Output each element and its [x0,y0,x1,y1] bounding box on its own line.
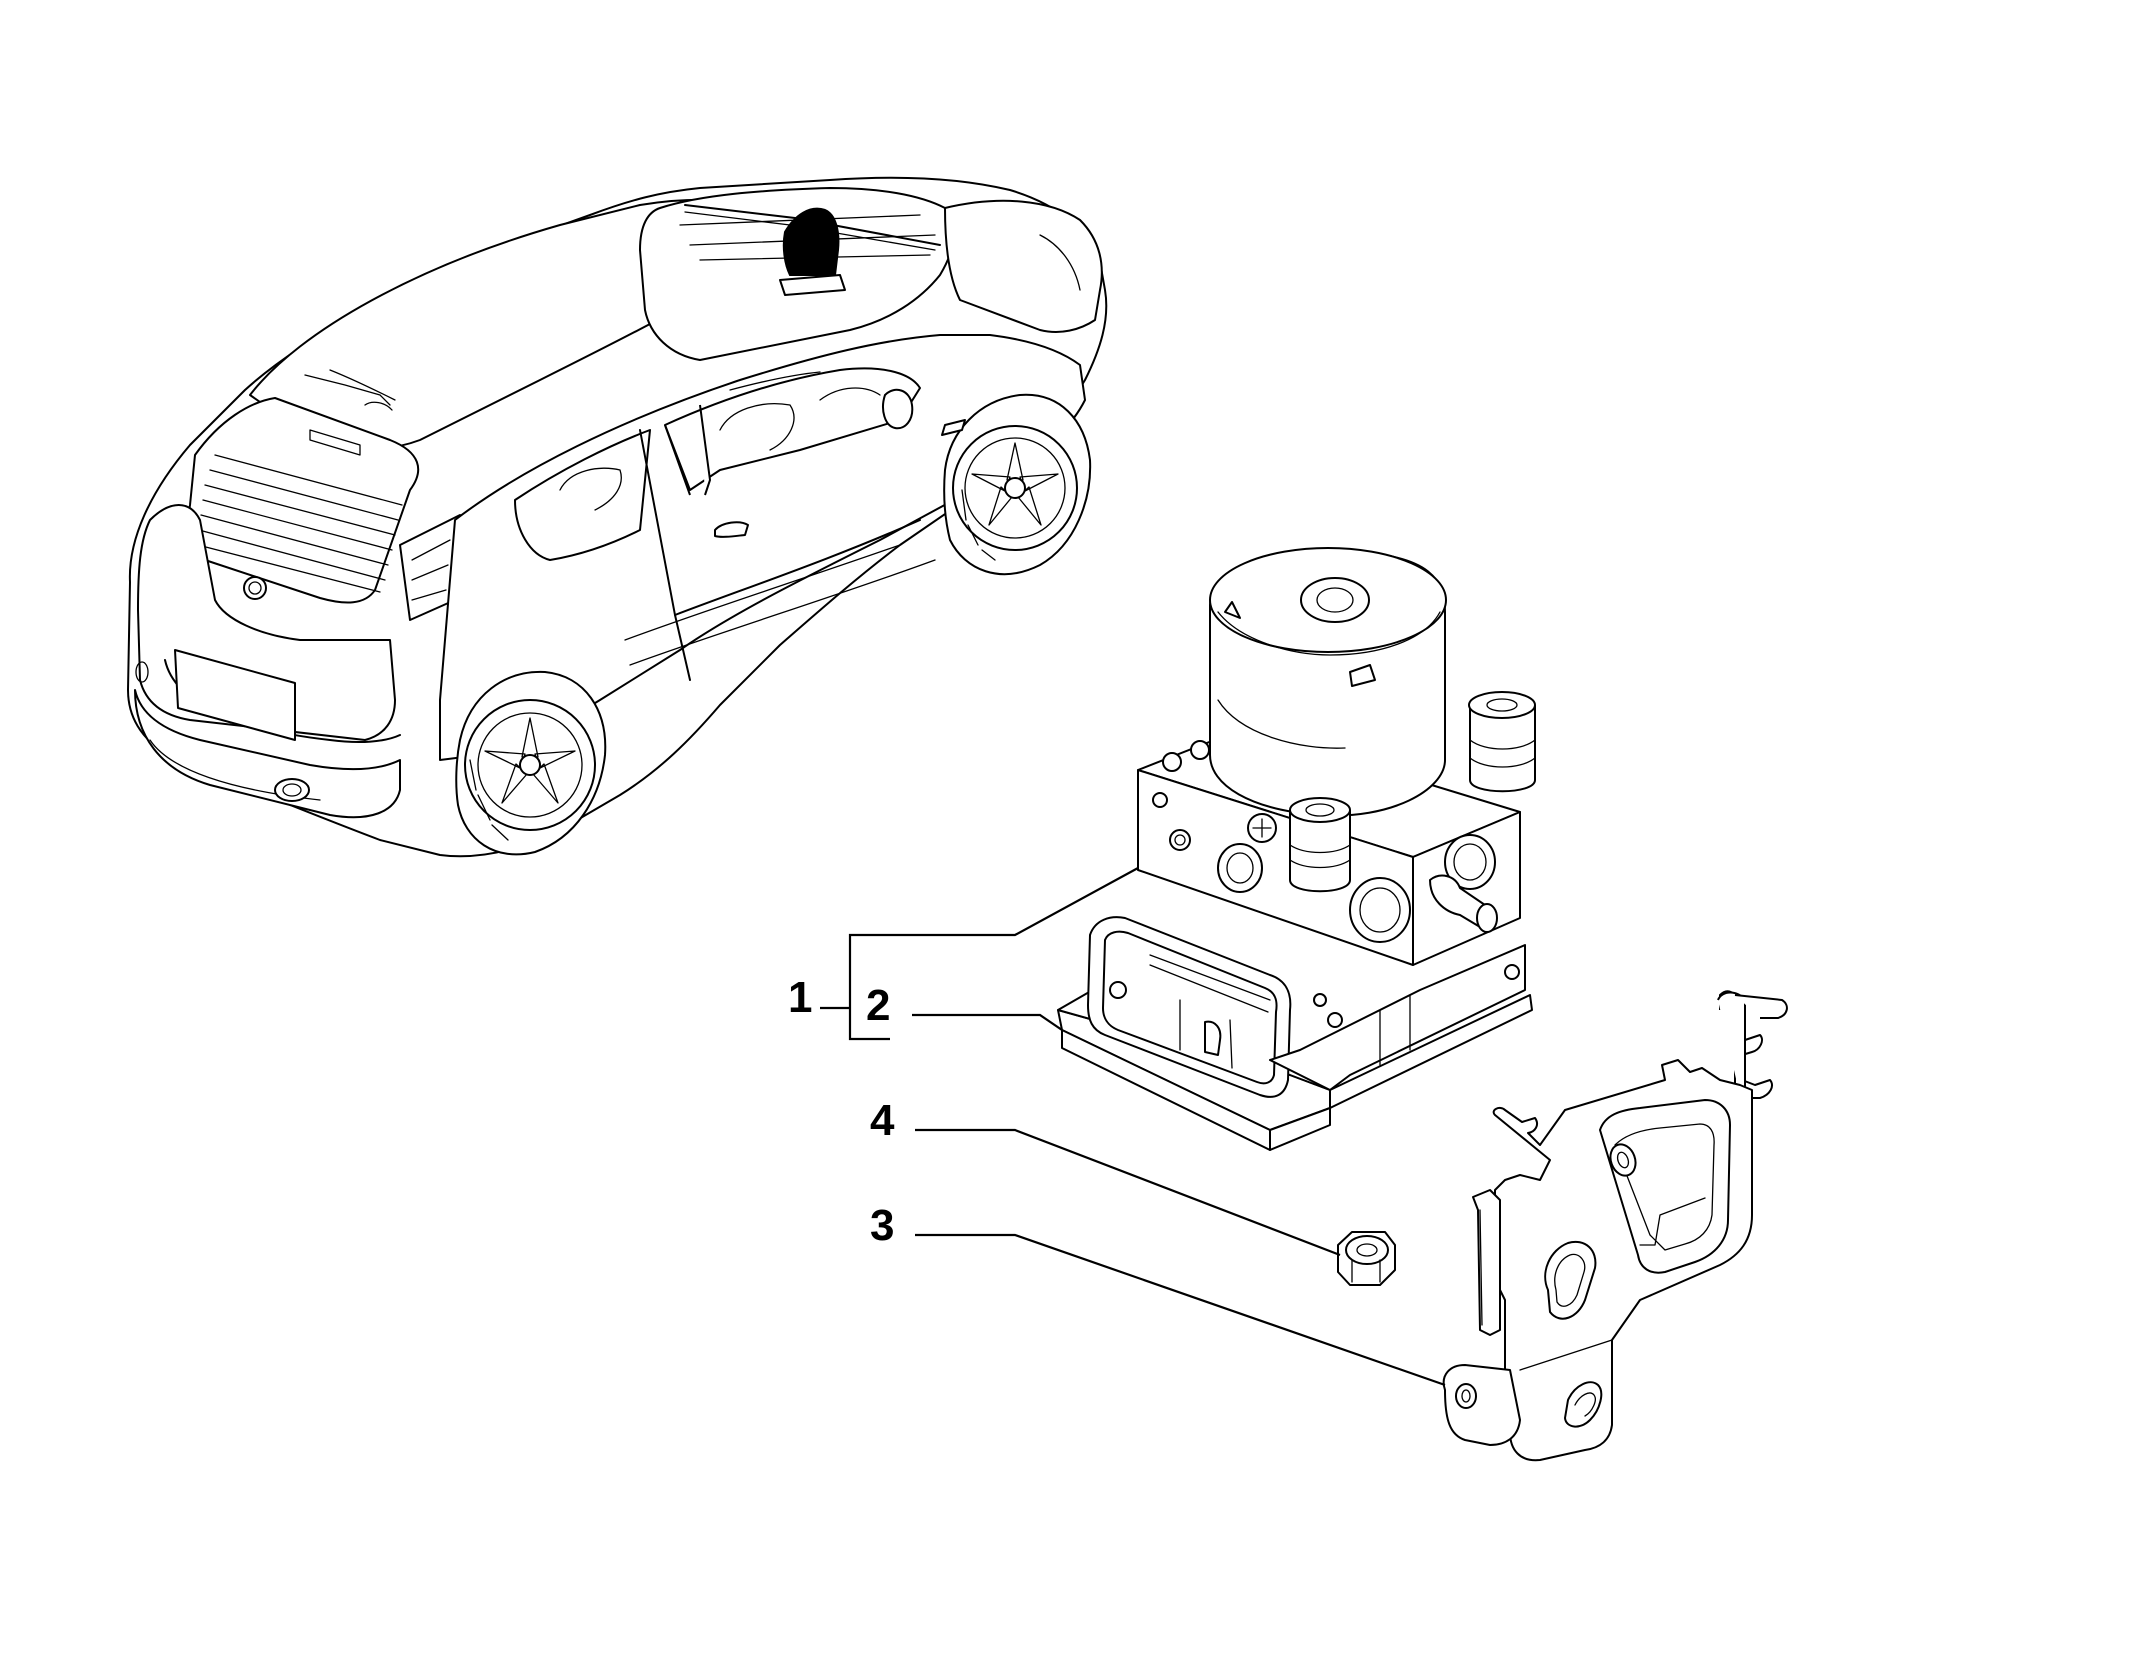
car-icon [127,176,1108,858]
bracket-1 [848,933,890,1041]
leader-line-3 [915,1233,1446,1387]
leader-line-4 [915,1128,1341,1257]
leader-lines [820,867,1446,1387]
callout-2: 2 [866,981,890,1030]
abs-unit-icon [1057,547,1536,1151]
callout-4: 4 [870,1096,895,1145]
bracket-icon [1442,990,1788,1462]
leader-line-1-to-unit [868,867,1139,937]
location-marker-icon [782,207,840,276]
leader-line-2 [912,1013,1063,1031]
nut-icon [1337,1231,1396,1286]
callout-3: 3 [870,1201,894,1250]
callout-1: 1 [788,973,812,1022]
